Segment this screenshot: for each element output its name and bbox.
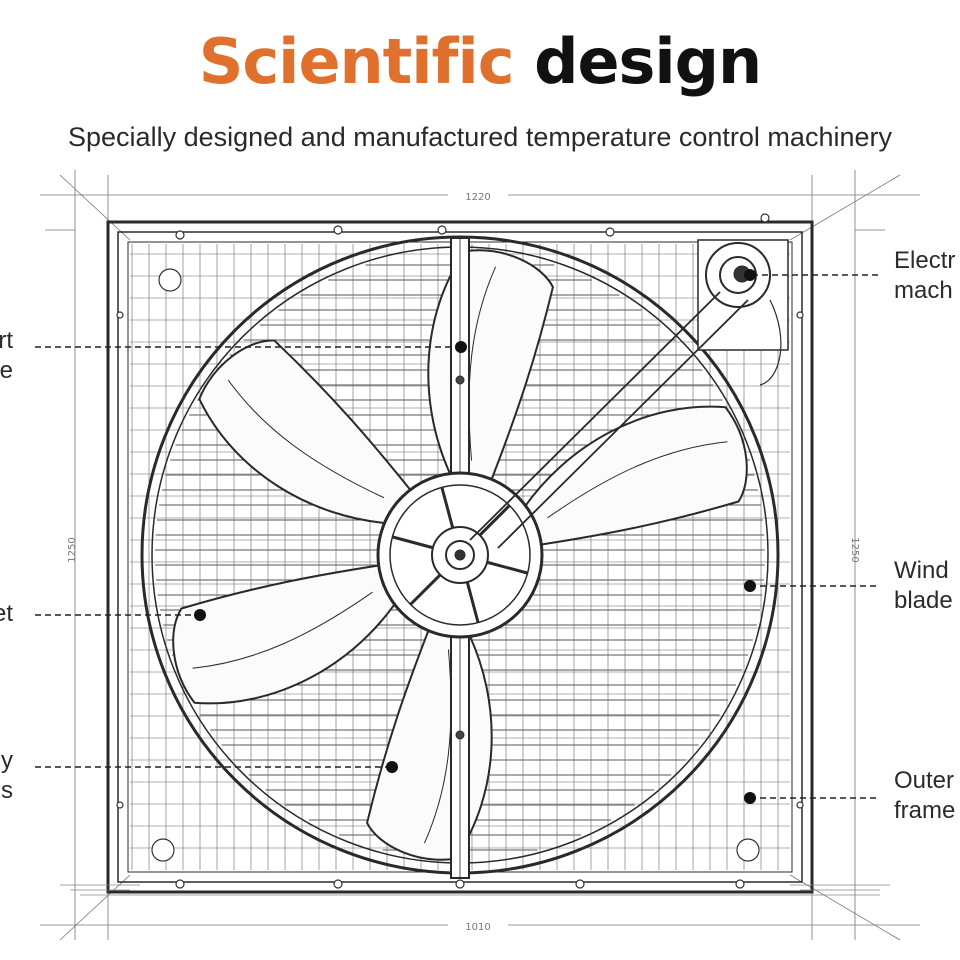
title-rest: design (534, 25, 762, 98)
callout-outer-frame-line2: frame (894, 797, 956, 824)
callout-support: rt e (0, 326, 13, 386)
dim-label-bottom-bg (448, 916, 508, 934)
callout-dots (194, 269, 756, 804)
callout-support-line2: e (0, 357, 13, 384)
callout-outer-frame-line1: Outer (894, 767, 955, 794)
callout-louvre: et (0, 599, 13, 629)
dim-label-right: 1250 (849, 537, 860, 562)
callout-electric-machine-line1: Electr (894, 247, 956, 274)
dim-label-left: 1250 (67, 537, 78, 562)
callout-mesh: y s (1, 746, 13, 806)
callout-support-line1: rt (0, 327, 13, 354)
callout-wind-blade: Wind blade (894, 556, 953, 616)
callout-leaders (35, 274, 880, 799)
page-title: Scientific design (0, 26, 960, 97)
callout-electric-machine: Electr mach (894, 246, 955, 306)
callout-electric-machine-line2: mach (894, 277, 953, 304)
dim-label-bottom: 1010 (465, 922, 490, 933)
callout-outer-frame: Outer frame (894, 766, 955, 826)
fan-hub (376, 471, 544, 639)
callout-louvre-line1: et (0, 600, 13, 627)
callout-wind-blade-line1: Wind (894, 557, 949, 584)
dim-label-top: 1220 (465, 192, 490, 203)
callout-wind-blade-line2: blade (894, 587, 953, 614)
title-accent: Scientific (198, 25, 515, 98)
subtitle: Specially designed and manufactured temp… (68, 122, 892, 152)
dim-label-top-bg (448, 186, 508, 204)
electric-motor (469, 239, 789, 549)
ground-shadow (60, 884, 890, 896)
callout-mesh-line1: y (1, 747, 13, 774)
callout-mesh-line2: s (1, 777, 13, 804)
frame-bolts (116, 213, 804, 889)
